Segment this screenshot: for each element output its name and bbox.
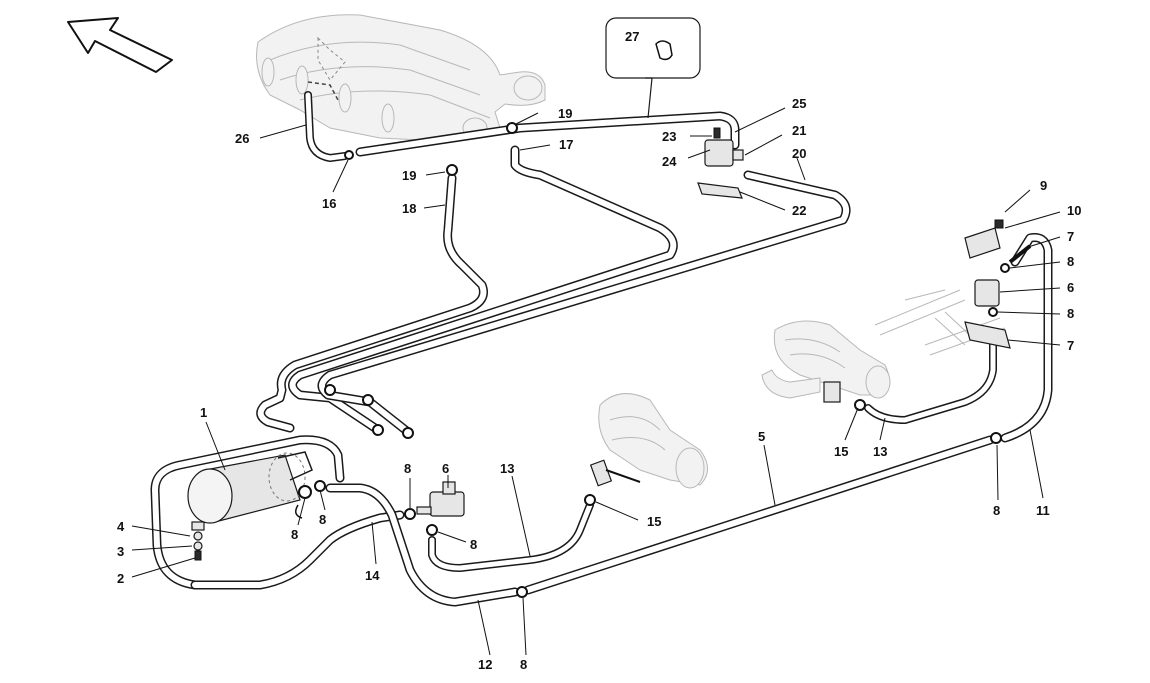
hose-clamps [324, 122, 1002, 598]
callout-17: 17 [559, 137, 573, 152]
callout-box-27 [605, 17, 701, 119]
callout-8-canister-a: 8 [319, 512, 326, 527]
callout-8-valve: 8 [470, 537, 477, 552]
frame-ghost [874, 289, 1006, 356]
callout-10: 10 [1067, 203, 1081, 218]
callout-8-right-a: 8 [1067, 254, 1074, 269]
callout-14: 14 [365, 568, 380, 583]
callout-4: 4 [117, 519, 125, 534]
callout-21: 21 [792, 123, 806, 138]
callout-5: 5 [758, 429, 765, 444]
callout-13-right: 13 [873, 444, 887, 459]
solenoid-valve-right [964, 219, 1032, 349]
callout-8-canister-b: 8 [291, 527, 298, 542]
callout-25: 25 [792, 96, 806, 111]
callout-11: 11 [1036, 503, 1050, 518]
callout-23: 23 [662, 129, 676, 144]
callout-9: 9 [1040, 178, 1047, 193]
callout-8-right-c: 8 [993, 503, 1000, 518]
callout-19-top: 19 [558, 106, 572, 121]
callout-22: 22 [792, 203, 806, 218]
callout-15-center: 15 [647, 514, 661, 529]
carbon-canister [187, 451, 326, 561]
callout-13-center: 13 [500, 461, 514, 476]
callout-18: 18 [402, 201, 416, 216]
callout-20: 20 [792, 146, 806, 161]
callout-15-right: 15 [834, 444, 848, 459]
callout-12: 12 [478, 657, 492, 672]
callout-19-mid: 19 [402, 168, 416, 183]
intake-manifold-ghost [256, 14, 546, 141]
canister-hoses [150, 233, 1053, 607]
throttle-body-ghost [589, 393, 708, 489]
check-valve-top [697, 127, 744, 199]
callout-labels: 27 25 19 23 21 26 17 24 20 19 16 22 18 9… [117, 29, 1081, 672]
callout-6-right: 6 [1067, 280, 1074, 295]
callout-24: 24 [662, 154, 677, 169]
direction-arrow [67, 17, 173, 73]
callout-8-center: 8 [404, 461, 411, 476]
callout-8-bottom: 8 [520, 657, 527, 672]
callout-26: 26 [235, 131, 249, 146]
callout-3: 3 [117, 544, 124, 559]
callout-8-right-b: 8 [1067, 306, 1074, 321]
leader-lines [131, 107, 1061, 656]
callout-27: 27 [625, 29, 639, 44]
callout-6-center: 6 [442, 461, 449, 476]
throttle-body-right-ghost [761, 320, 891, 403]
callout-7-top: 7 [1067, 229, 1074, 244]
callout-1: 1 [200, 405, 207, 420]
hose-bundle-main [256, 91, 851, 437]
callout-2: 2 [117, 571, 124, 586]
callout-16: 16 [322, 196, 336, 211]
solenoid-valve-center [404, 481, 465, 536]
callout-7-bottom: 7 [1067, 338, 1074, 353]
